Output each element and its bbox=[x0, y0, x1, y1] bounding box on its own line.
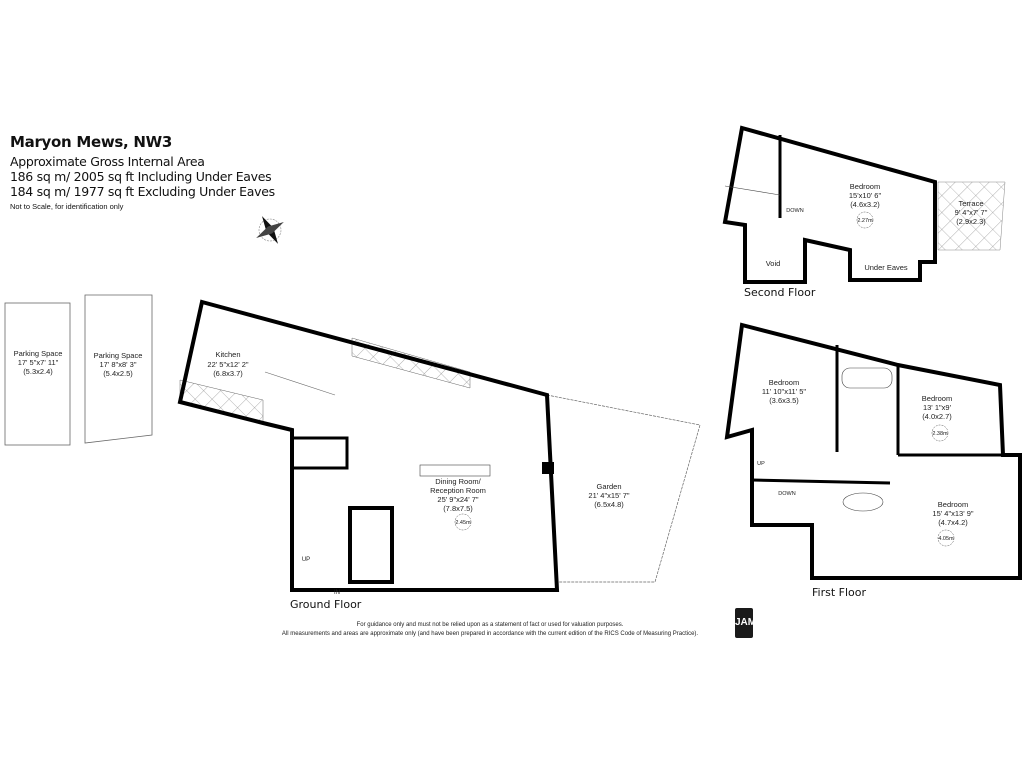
svg-text:11' 10"x11' 5": 11' 10"x11' 5" bbox=[762, 387, 807, 396]
svg-text:Under Eaves: Under Eaves bbox=[864, 263, 908, 272]
svg-text:9' 4"x7' 7": 9' 4"x7' 7" bbox=[955, 208, 988, 217]
svg-text:First Floor: First Floor bbox=[812, 586, 866, 599]
svg-text:13' 1"x9': 13' 1"x9' bbox=[923, 403, 952, 412]
disclaimer-line-2: All measurements and areas are approxima… bbox=[281, 631, 699, 637]
svg-text:(5.4x2.5): (5.4x2.5) bbox=[103, 369, 133, 378]
property-title: Maryon Mews, NW3 bbox=[10, 133, 172, 151]
svg-text:(4.7x4.2): (4.7x4.2) bbox=[938, 518, 968, 527]
logo-text: JAM bbox=[735, 617, 757, 628]
svg-text:2.45m: 2.45m bbox=[455, 520, 471, 526]
parking-space-2: Parking Space 17' 8"x8' 3" (5.4x2.5) bbox=[84, 294, 153, 444]
svg-text:Parking Space: Parking Space bbox=[94, 351, 143, 360]
svg-text:17' 8"x8' 3": 17' 8"x8' 3" bbox=[100, 360, 137, 369]
svg-text:Parking Space: Parking Space bbox=[14, 349, 63, 358]
compass-icon bbox=[256, 216, 284, 244]
svg-text:DOWN: DOWN bbox=[778, 491, 795, 497]
svg-text:17' 5"x7' 11": 17' 5"x7' 11" bbox=[18, 358, 59, 367]
svg-text:Second Floor: Second Floor bbox=[744, 286, 816, 299]
svg-text:Kitchen: Kitchen bbox=[215, 350, 240, 359]
svg-text:UP: UP bbox=[302, 557, 310, 563]
svg-text:Bedroom: Bedroom bbox=[938, 500, 968, 509]
svg-text:Bedroom: Bedroom bbox=[922, 394, 952, 403]
svg-text:Reception Room: Reception Room bbox=[430, 486, 486, 495]
svg-text:(4.0x2.7): (4.0x2.7) bbox=[922, 412, 952, 421]
scale-note: Not to Scale, for identification only bbox=[10, 202, 124, 211]
header: Maryon Mews, NW3 Approximate Gross Inter… bbox=[10, 133, 275, 211]
svg-text:25' 9"x24' 7": 25' 9"x24' 7" bbox=[437, 495, 478, 504]
svg-text:Garden: Garden bbox=[596, 482, 621, 491]
svg-text:IN: IN bbox=[334, 590, 340, 596]
svg-text:(5.3x2.4): (5.3x2.4) bbox=[23, 367, 53, 376]
svg-text:DOWN: DOWN bbox=[786, 208, 803, 214]
second-floor-plan: Bedroom 15'x10' 6" (4.6x3.2) 2.27m Terra… bbox=[722, 125, 1006, 299]
ground-floor-plan: Kitchen 22' 5"x12' 2" (6.8x3.7) Dining R… bbox=[177, 299, 701, 611]
svg-text:2.38m: 2.38m bbox=[932, 431, 948, 437]
svg-text:21' 4"x15' 7": 21' 4"x15' 7" bbox=[588, 491, 629, 500]
svg-text:Bedroom: Bedroom bbox=[850, 182, 880, 191]
parking-space-1: Parking Space 17' 5"x7' 11" (5.3x2.4) bbox=[4, 302, 71, 446]
svg-text:Void: Void bbox=[766, 259, 781, 268]
jam-logo: JAM bbox=[735, 608, 757, 638]
svg-text:(6.8x3.7): (6.8x3.7) bbox=[213, 369, 243, 378]
svg-text:(4.6x3.2): (4.6x3.2) bbox=[850, 200, 880, 209]
svg-text:Ground Floor: Ground Floor bbox=[290, 598, 362, 611]
area-excluding: 184 sq m/ 1977 sq ft Excluding Under Eav… bbox=[10, 184, 275, 199]
svg-text:Dining Room/: Dining Room/ bbox=[435, 477, 481, 486]
area-subtitle: Approximate Gross Internal Area bbox=[10, 154, 205, 169]
svg-text:(7.8x7.5): (7.8x7.5) bbox=[443, 504, 473, 513]
svg-text:2.27m: 2.27m bbox=[857, 218, 873, 224]
svg-text:(3.6x3.5): (3.6x3.5) bbox=[769, 396, 799, 405]
disclaimer-line-1: For guidance only and must not be relied… bbox=[356, 622, 624, 628]
svg-text:4.05m: 4.05m bbox=[938, 536, 954, 542]
svg-text:15' 4"x13' 9": 15' 4"x13' 9" bbox=[932, 509, 973, 518]
svg-text:(2.9x2.3): (2.9x2.3) bbox=[956, 217, 986, 226]
svg-text:(6.5x4.8): (6.5x4.8) bbox=[594, 500, 624, 509]
svg-text:15'x10' 6": 15'x10' 6" bbox=[849, 191, 882, 200]
first-floor-plan: Bedroom 11' 10"x11' 5" (3.6x3.5) Bedroom… bbox=[724, 322, 1022, 599]
svg-text:22' 5"x12' 2": 22' 5"x12' 2" bbox=[207, 360, 248, 369]
svg-text:UP: UP bbox=[757, 461, 765, 467]
svg-text:Terrace: Terrace bbox=[958, 199, 983, 208]
area-including: 186 sq m/ 2005 sq ft Including Under Eav… bbox=[10, 169, 272, 184]
svg-text:Bedroom: Bedroom bbox=[769, 378, 799, 387]
